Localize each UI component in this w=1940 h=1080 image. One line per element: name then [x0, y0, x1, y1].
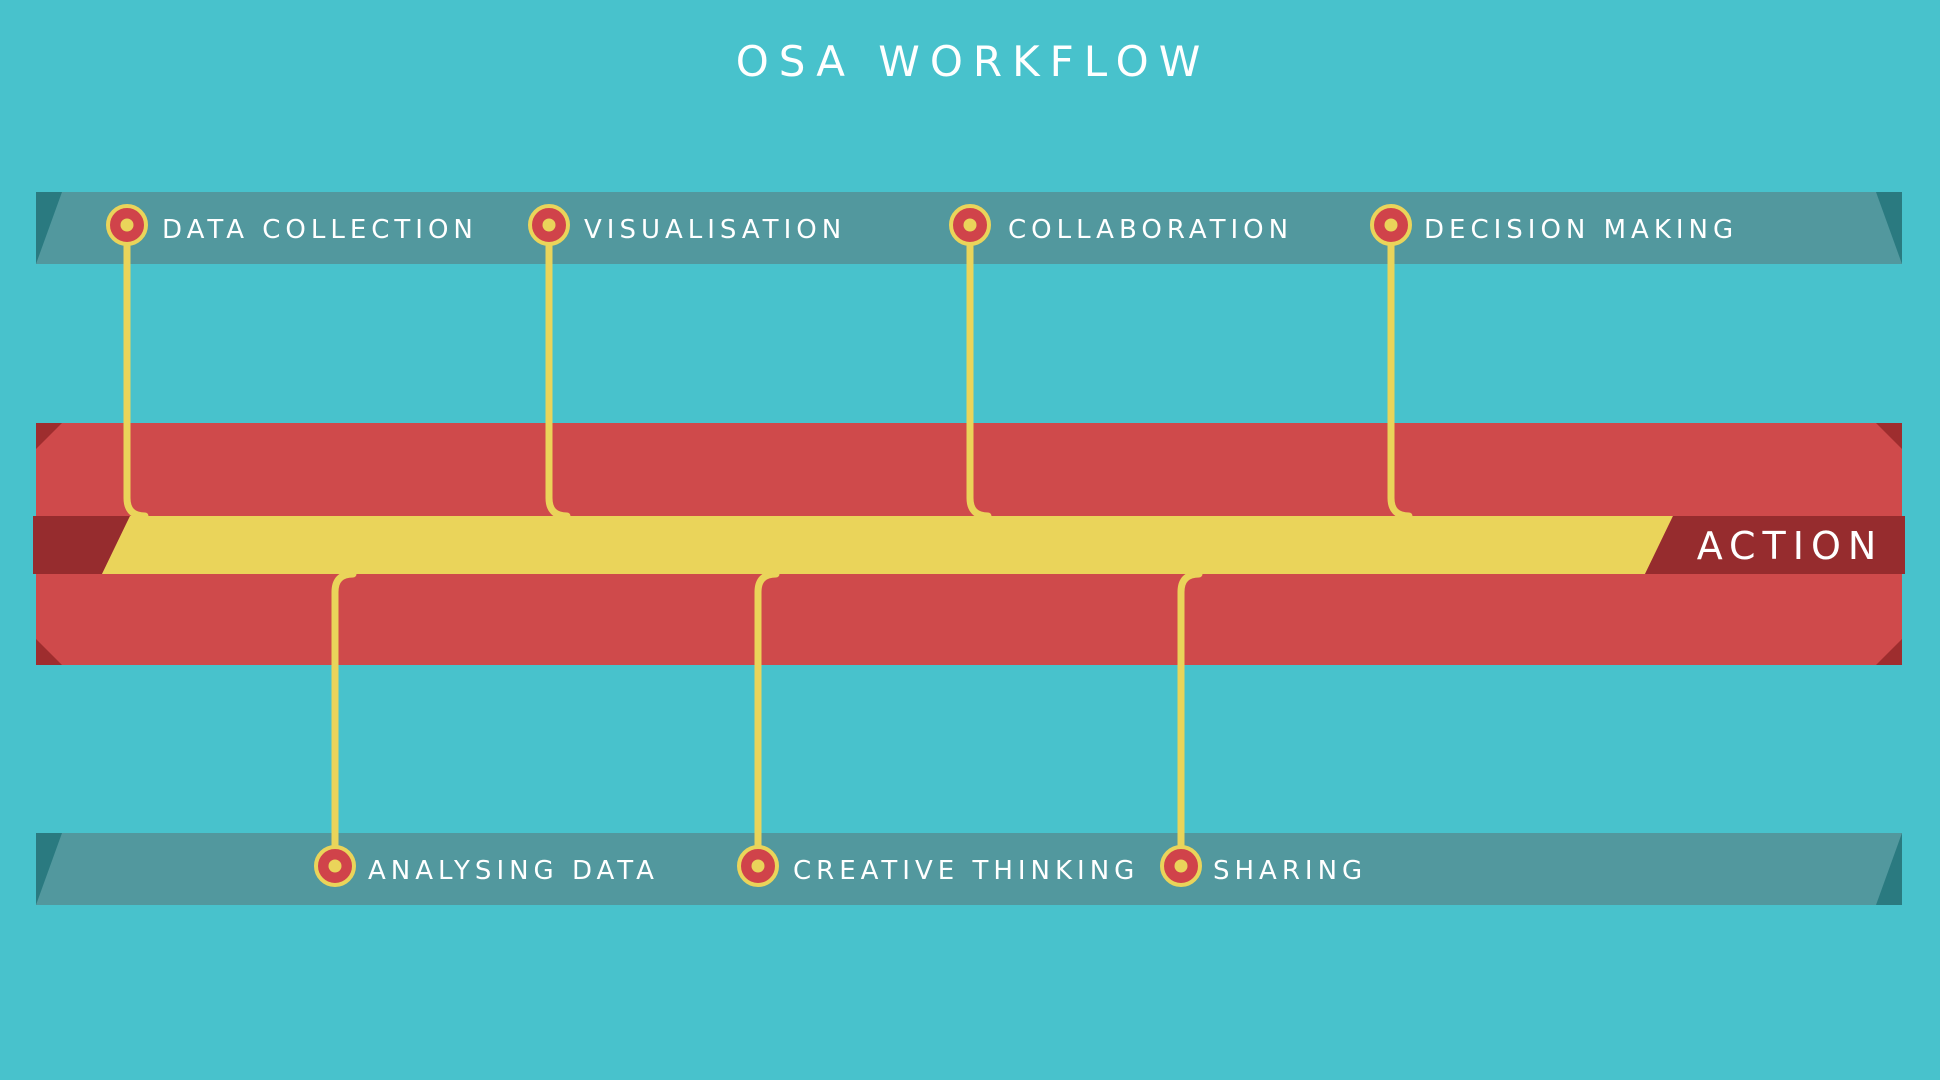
node-decision-making	[1370, 204, 1412, 246]
main-band-corner-tr	[1876, 423, 1902, 449]
node-dot	[1174, 859, 1188, 873]
action-label: ACTION	[1697, 524, 1884, 568]
main-band-corner-bl	[36, 639, 62, 665]
node-dot	[751, 859, 765, 873]
connector-data-collection	[123, 221, 149, 520]
top-connectors	[123, 221, 1413, 520]
node-dot	[328, 859, 342, 873]
node-dot	[120, 218, 134, 232]
bottom-ribbon-right-fold	[1876, 833, 1902, 905]
stage-label-data-collection: DATA COLLECTION	[162, 215, 478, 245]
node-sharing	[1160, 845, 1202, 887]
stage-label-collaboration: COLLABORATION	[1008, 215, 1293, 245]
track-start-tag	[33, 516, 130, 574]
workflow-track	[102, 516, 1673, 574]
top-ribbon-left-fold	[36, 192, 62, 264]
main-band-corner-br	[1876, 639, 1902, 665]
connector-collaboration	[966, 221, 992, 520]
stage-label-sharing: SHARING	[1213, 856, 1367, 886]
stage-label-creative-thinking: CREATIVE THINKING	[793, 856, 1139, 886]
stage-label-decision-making: DECISION MAKING	[1424, 215, 1738, 245]
top-ribbon-right-fold	[1876, 192, 1902, 264]
bottom-stage-labels: ANALYSING DATA CREATIVE THINKING SHARING	[368, 856, 1367, 886]
connector-creative-thinking	[754, 570, 780, 870]
bottom-ribbon-left-fold	[36, 833, 62, 905]
node-creative-thinking	[737, 845, 779, 887]
node-dot	[542, 218, 556, 232]
connector-visualisation	[545, 221, 571, 520]
top-nodes	[106, 204, 1412, 246]
node-dot	[1384, 218, 1398, 232]
stage-label-visualisation: VISUALISATION	[584, 215, 846, 245]
connector-decision-making	[1387, 221, 1413, 520]
node-dot	[963, 218, 977, 232]
diagram-title: OSA WORKFLOW	[736, 37, 1211, 86]
connector-sharing	[1177, 570, 1203, 870]
bottom-nodes	[314, 845, 1202, 887]
action-tag	[1645, 516, 1905, 574]
node-collaboration	[949, 204, 991, 246]
top-stage-labels: DATA COLLECTION VISUALISATION COLLABORAT…	[162, 215, 1738, 245]
bottom-connectors	[331, 570, 1203, 870]
node-visualisation	[528, 204, 570, 246]
connector-analysing-data	[331, 570, 357, 870]
node-analysing-data	[314, 845, 356, 887]
stage-label-analysing-data: ANALYSING DATA	[368, 856, 659, 886]
node-data-collection	[106, 204, 148, 246]
main-band-corner-tl	[36, 423, 62, 449]
